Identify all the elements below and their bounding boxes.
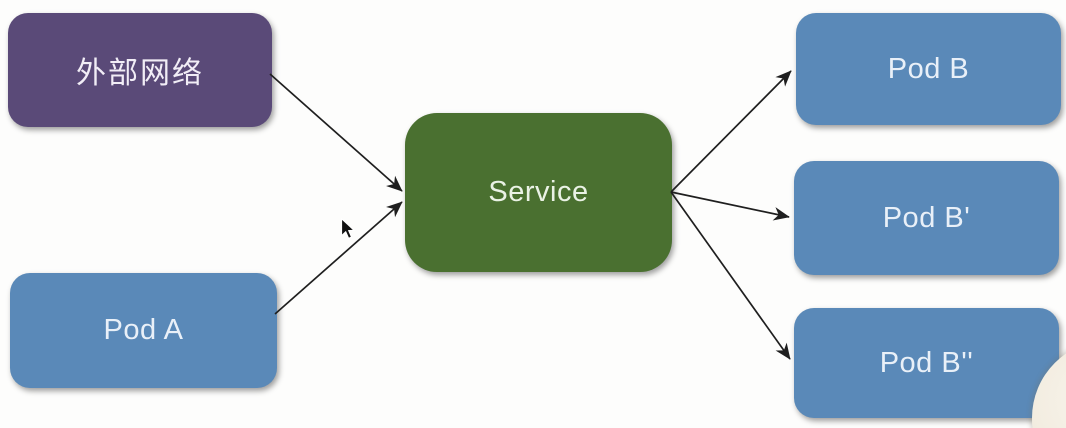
node-pod-b-double-prime: Pod B'' <box>794 308 1059 418</box>
node-pod-a-label: Pod A <box>103 314 184 346</box>
node-external-network-label: 外部网络 <box>76 57 204 90</box>
edge-external-network-to-service <box>269 73 403 192</box>
node-service-label: Service <box>488 176 589 208</box>
node-pod-a: Pod A <box>10 273 277 388</box>
mouse-cursor-icon <box>340 217 356 240</box>
edge-service-to-pod-b-prime <box>670 191 790 221</box>
edge-service-to-pod-b-double-prime <box>670 191 791 360</box>
node-external-network: 外部网络 <box>8 13 272 127</box>
node-pod-b-prime-label: Pod B' <box>882 201 971 234</box>
node-service: Service <box>405 113 672 272</box>
node-pod-b: Pod B <box>796 13 1061 125</box>
edge-pod-a-to-service <box>274 201 403 315</box>
edge-service-to-pod-b <box>670 70 792 193</box>
node-pod-b-double-prime-label: Pod B'' <box>879 346 974 379</box>
node-pod-b-label: Pod B <box>887 52 970 85</box>
node-pod-b-prime: Pod B' <box>794 161 1059 275</box>
